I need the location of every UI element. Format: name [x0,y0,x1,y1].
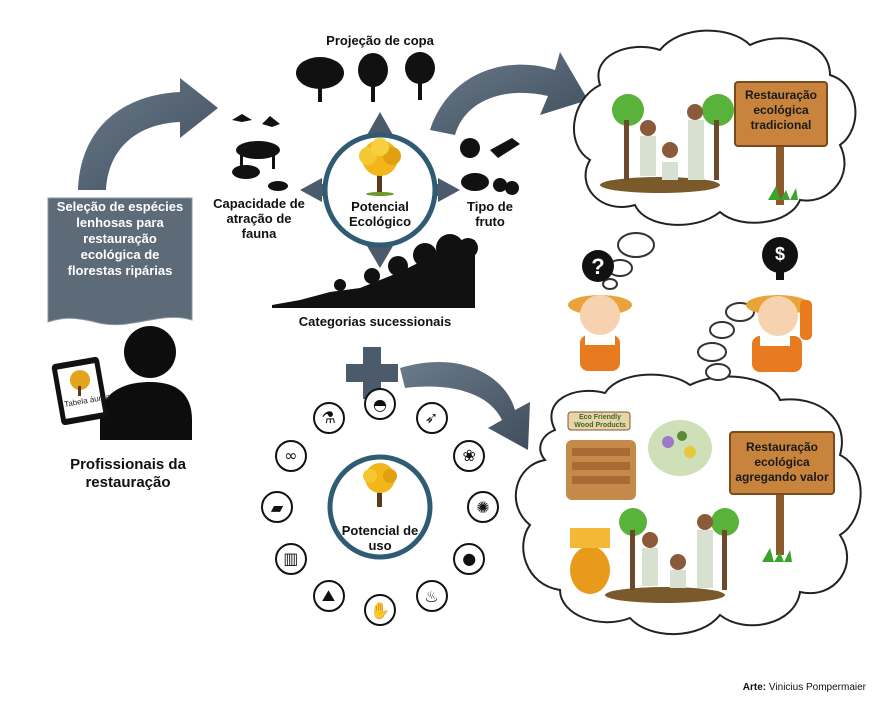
fruit-label: Tipo de fruto [467,199,513,229]
arrow-to-traditional [430,52,588,135]
value-sign-label: Restauração ecológica agregando valor [735,440,829,484]
value-added-sign [729,431,835,562]
selection-banner-shape [47,197,193,326]
succession-label: Categorias sucessionais [298,314,452,329]
credit: Arte: Vinicius Pompermaier [743,682,866,693]
ecological-center-label: Potencial Ecológico [348,199,412,229]
bee-icon: ✺ [467,491,499,523]
fruit-icon: ● [453,542,486,575]
eco-wood-label: Eco Friendly Wood Products [574,414,626,429]
fruit-types-icon [460,138,520,195]
happy-farmer [746,295,812,372]
arrow-to-value-added [400,362,530,450]
dollar-sign: $ [774,244,785,264]
landscape-icon: ⛰ [312,580,345,613]
professional-label: Profissionais da restauração [70,456,186,491]
campfire-icon: ♨ [415,580,448,613]
use-center-label: Potencial de uso [341,523,419,553]
money-tree-icon [762,237,798,280]
mortar-icon: ⚗ [312,401,345,434]
question-mark: ? [591,254,605,279]
canopy-label: Projeção de copa [326,33,434,48]
bird-icon: ➶ [415,401,448,434]
cow-icon: ▰ [261,491,293,523]
thought-bubbles-left [602,232,655,290]
thought-bubbles-right [697,302,755,381]
rope-icon: ∞ [274,439,307,472]
plus-icon [346,347,398,399]
value-added-scene [566,411,739,603]
succession-silhouette-icon [272,234,478,308]
credit-name: Vinicius Pompermaier [768,682,866,693]
traditional-sign-label: Restauração ecológica tradicional [744,88,818,132]
traditional-sign [734,81,828,205]
credit-label: Arte: [742,682,767,693]
traditional-scene [600,94,734,193]
golden-tree-icon [359,138,401,196]
golden-tree-icon-use [363,463,397,507]
handmade-icon: ✋ [364,594,396,626]
canopy-trees-icon [296,52,435,102]
question-icon [582,250,614,282]
plant-pot-icon: ❀ [453,439,486,472]
arrow-to-ecological [78,78,218,190]
fauna-icon [232,114,288,191]
selection-banner: Seleção de espécies lenhosas para restau… [56,199,184,278]
worried-farmer [568,295,632,371]
fence-icon: ▥ [274,542,307,575]
fauna-label: Capacidade de atração de fauna [213,196,305,241]
professional-figure [51,326,192,440]
bowl-icon: ◓ [364,388,396,420]
